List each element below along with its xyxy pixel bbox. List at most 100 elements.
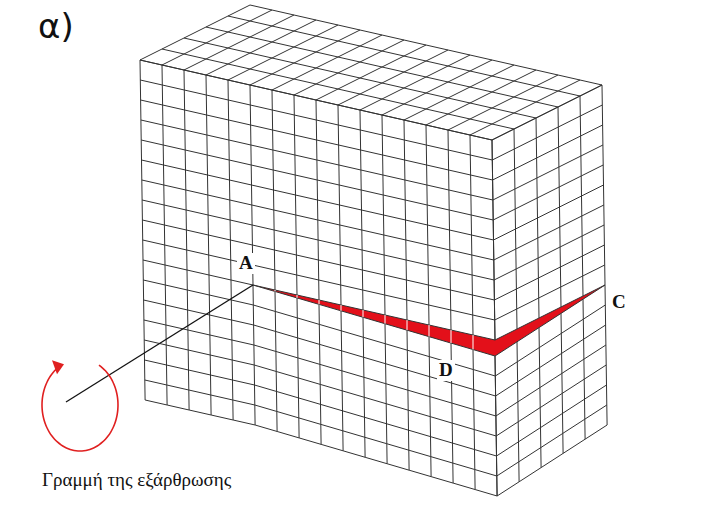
- grid-line: [558, 107, 561, 307]
- grid-line: [319, 304, 321, 444]
- grid-line: [231, 280, 233, 420]
- grid-line: [407, 330, 409, 470]
- grid-line: [497, 405, 607, 476]
- grid-line: [496, 365, 606, 436]
- grid-line: [517, 342, 519, 482]
- grid-line: [165, 265, 167, 405]
- grid-line: [426, 125, 429, 325]
- grid-line: [206, 27, 558, 107]
- grid-line: [496, 325, 606, 396]
- grid-line: [228, 25, 338, 80]
- grid-line: [514, 129, 517, 329]
- grid-line: [470, 80, 580, 135]
- grid-line: [539, 328, 541, 468]
- grid-line: [497, 385, 607, 456]
- grid-line: [494, 185, 604, 240]
- grid-line: [140, 60, 143, 260]
- grid-line: [492, 85, 602, 140]
- slip-region-side: [495, 285, 605, 356]
- grid-line: [209, 275, 211, 415]
- grid-line: [316, 45, 426, 100]
- grid-line: [184, 70, 187, 270]
- grid-line: [429, 337, 431, 477]
- grid-line: [605, 285, 607, 425]
- grid-line: [297, 298, 299, 438]
- grid-line: [495, 356, 497, 496]
- grid-line: [495, 356, 497, 496]
- grid-line: [580, 96, 583, 296]
- point-label: C: [612, 292, 626, 313]
- grid-line: [294, 40, 404, 95]
- grid-line: [493, 125, 603, 180]
- grid-line: [497, 425, 607, 496]
- slip-region: [253, 285, 495, 356]
- grid-line: [250, 30, 360, 85]
- grid-line: [493, 145, 603, 200]
- grid-line: [341, 311, 343, 451]
- grid-line: [561, 313, 563, 453]
- grid-line: [338, 50, 448, 105]
- strip-grid-line: [451, 330, 452, 343]
- grid-line: [492, 105, 602, 160]
- point-label: A: [237, 253, 255, 274]
- panel-label: α): [38, 8, 74, 45]
- grid-line: [316, 100, 319, 300]
- grid-line: [473, 350, 475, 490]
- arrow-head: [52, 360, 64, 374]
- grid-line: [495, 305, 605, 376]
- grid-line: [206, 75, 209, 275]
- grid-line: [275, 291, 277, 431]
- grid-line: [495, 265, 605, 320]
- grid-line: [404, 65, 514, 120]
- grid-line: [360, 55, 470, 110]
- grid-line: [448, 75, 558, 130]
- grid-line: [385, 324, 387, 464]
- grid-line: [382, 60, 492, 115]
- grid-line: [583, 299, 585, 439]
- strip-grid-line: [319, 300, 320, 304]
- grid-line: [294, 95, 297, 295]
- grid-line: [253, 285, 495, 356]
- grid-line: [140, 5, 250, 60]
- strip-grid-line: [473, 335, 474, 350]
- dislocation-line: [66, 285, 253, 402]
- grid-line: [494, 225, 604, 280]
- grid-line: [493, 165, 603, 220]
- grid-line: [494, 245, 604, 300]
- grid-line: [404, 120, 407, 320]
- grid-line: [494, 205, 604, 260]
- grid-line: [496, 345, 606, 416]
- grid-line: [536, 118, 539, 318]
- grid-line: [492, 140, 495, 340]
- rotation-arrow: [42, 365, 118, 451]
- strip-grid-line: [429, 325, 430, 337]
- grid-line: [492, 85, 602, 140]
- strip-grid-line: [275, 290, 276, 291]
- grid-line: [338, 105, 341, 305]
- grid-line: [162, 65, 165, 265]
- grid-line: [272, 35, 382, 90]
- grid-line: [184, 15, 294, 70]
- caption-label: Γραμμή της εξάρθρωσης: [40, 470, 233, 491]
- grid-line: [143, 260, 145, 400]
- grid-line: [470, 135, 473, 335]
- grid-line: [206, 20, 316, 75]
- point-label: D: [437, 360, 455, 381]
- grid-line: [495, 285, 605, 356]
- grid-line: [426, 70, 536, 125]
- strip-grid-line: [363, 310, 364, 317]
- grid-line: [495, 285, 605, 340]
- grid-line: [382, 115, 385, 315]
- strip-grid-line: [385, 315, 386, 324]
- lattice-grid: [140, 5, 607, 496]
- grid-line: [184, 38, 536, 118]
- strip-grid-line: [297, 295, 298, 298]
- grid-line: [228, 80, 231, 280]
- grid-line: [360, 110, 363, 310]
- grid-line: [448, 130, 451, 330]
- grid-line: [602, 85, 605, 285]
- strip-grid-line: [341, 305, 342, 311]
- strip-grid-line: [407, 320, 408, 330]
